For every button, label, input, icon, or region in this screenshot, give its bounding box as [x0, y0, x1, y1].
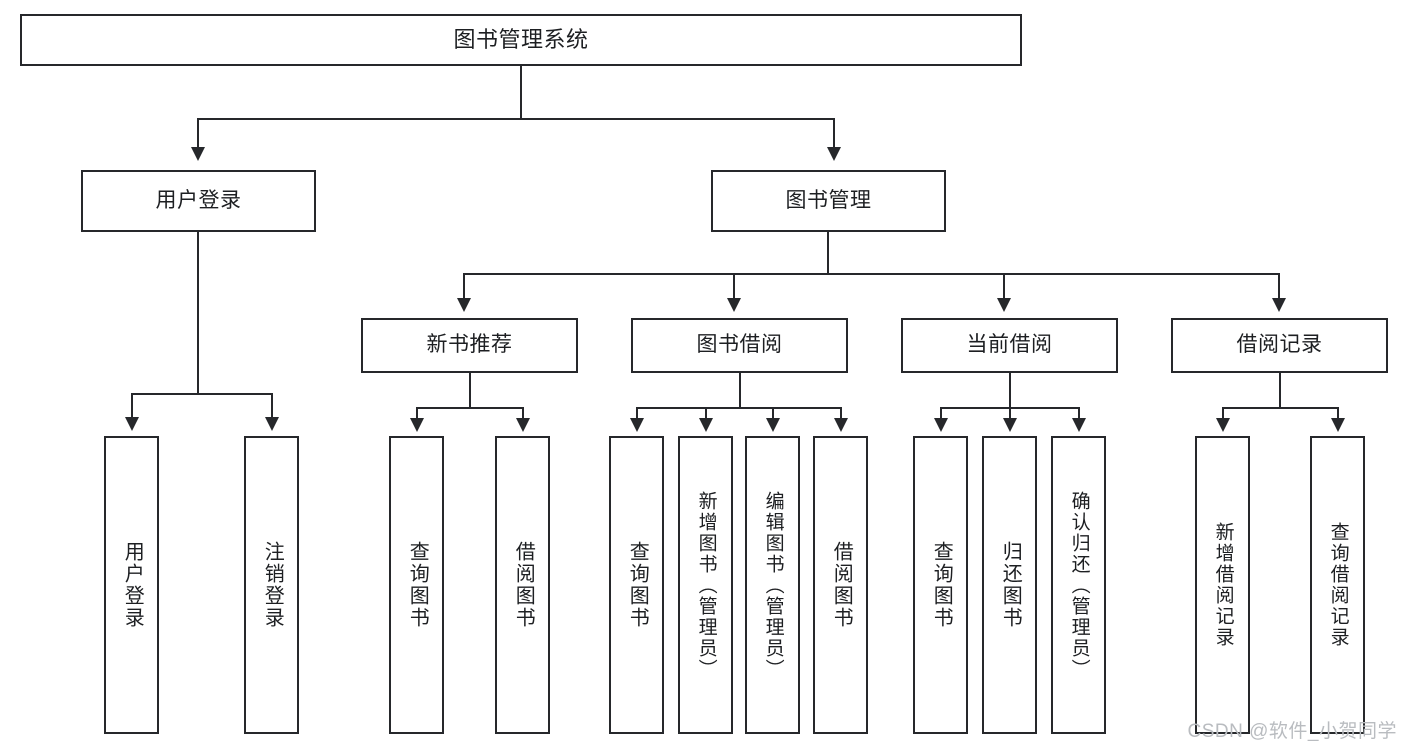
arrow-icon-bb-leaf-4 — [834, 418, 848, 432]
connector-book-management-stem — [827, 232, 829, 274]
connector-user-login-drop-1 — [131, 393, 133, 418]
arrow-icon-bb-leaf-3 — [766, 418, 780, 432]
leaf-user-login[interactable]: 用户登录 — [104, 436, 159, 734]
connector-br-stem — [1279, 373, 1281, 408]
leaf-add-book-admin[interactable]: 新增图书（管理员） — [678, 436, 733, 734]
leaf-confirm-return-admin[interactable]: 确认归还（管理员） — [1051, 436, 1106, 734]
connector-nbr-drop-2 — [522, 407, 524, 419]
connector-cb-drop-2 — [1009, 407, 1011, 419]
node-label: 查询图书 — [406, 541, 429, 629]
node-new-book-recommend[interactable]: 新书推荐 — [361, 318, 578, 373]
leaf-return-book[interactable]: 归还图书 — [982, 436, 1037, 734]
node-borrow-record[interactable]: 借阅记录 — [1171, 318, 1388, 373]
connector-bm-drop-2 — [733, 273, 735, 299]
node-label: 注销登录 — [261, 541, 284, 629]
leaf-query-book-1[interactable]: 查询图书 — [389, 436, 444, 734]
node-label: 新增图书（管理员） — [695, 490, 717, 680]
arrow-icon-cb-leaf-2 — [1003, 418, 1017, 432]
node-label: 查询借阅记录 — [1327, 522, 1349, 648]
node-label: 图书借阅 — [696, 333, 783, 357]
arrow-icon-bm-to-borrow-record — [1272, 298, 1286, 312]
arrow-icon-bm-to-book-borrow — [727, 298, 741, 312]
connector-root-drop-1 — [197, 118, 199, 148]
leaf-query-book-3[interactable]: 查询图书 — [913, 436, 968, 734]
node-label: 借阅记录 — [1236, 333, 1323, 357]
arrow-icon-cb-leaf-1 — [934, 418, 948, 432]
connector-root-stem — [520, 66, 522, 119]
arrow-icon-bm-to-current-borrow — [997, 298, 1011, 312]
connector-br-drop-2 — [1337, 407, 1339, 419]
node-label: 用户登录 — [155, 188, 242, 212]
connector-root-bus — [197, 118, 834, 120]
node-label: 图书管理 — [785, 188, 872, 212]
leaf-borrow-book-2[interactable]: 借阅图书 — [813, 436, 868, 734]
connector-cb-drop-1 — [940, 407, 942, 419]
connector-bb-drop-2 — [705, 407, 707, 419]
node-book-borrow[interactable]: 图书借阅 — [631, 318, 848, 373]
leaf-query-book-2[interactable]: 查询图书 — [609, 436, 664, 734]
connector-bm-drop-1 — [463, 273, 465, 299]
connector-book-management-bus — [463, 273, 1280, 275]
arrow-icon-user-login-leaf-2 — [265, 417, 279, 431]
arrow-icon-br-leaf-2 — [1331, 418, 1345, 432]
arrow-icon-user-login-leaf-1 — [125, 417, 139, 431]
node-label: 新书推荐 — [426, 333, 513, 357]
arrow-icon-bb-leaf-1 — [630, 418, 644, 432]
connector-cb-stem — [1009, 373, 1011, 408]
connector-br-drop-1 — [1222, 407, 1224, 419]
connector-bb-drop-3 — [772, 407, 774, 419]
arrow-icon-cb-leaf-3 — [1072, 418, 1086, 432]
node-label: 借阅图书 — [512, 541, 535, 629]
connector-bb-bus — [636, 407, 842, 409]
node-current-borrow[interactable]: 当前借阅 — [901, 318, 1118, 373]
node-label: 当前借阅 — [966, 333, 1053, 357]
connector-bm-drop-4 — [1278, 273, 1280, 299]
watermark-text: CSDN @软件_小贺同学 — [1187, 721, 1397, 742]
node-label: 确认归还（管理员） — [1068, 490, 1090, 680]
arrow-icon-bb-leaf-2 — [699, 418, 713, 432]
connector-bb-stem — [739, 373, 741, 408]
connector-bb-drop-4 — [840, 407, 842, 419]
node-root-system[interactable]: 图书管理系统 — [20, 14, 1022, 66]
node-label: 编辑图书（管理员） — [762, 490, 784, 680]
connector-nbr-bus — [416, 407, 524, 409]
node-label: 归还图书 — [999, 541, 1022, 629]
node-user-login[interactable]: 用户登录 — [81, 170, 316, 232]
node-label: 查询图书 — [930, 541, 953, 629]
connector-root-drop-2 — [833, 118, 835, 148]
connector-cb-drop-3 — [1078, 407, 1080, 419]
connector-user-login-drop-2 — [271, 393, 273, 418]
node-label: 用户登录 — [121, 541, 144, 629]
arrow-icon-root-to-book-management — [827, 147, 841, 161]
arrow-icon-br-leaf-1 — [1216, 418, 1230, 432]
connector-bm-drop-3 — [1003, 273, 1005, 299]
node-label: 借阅图书 — [830, 541, 853, 629]
connector-nbr-stem — [469, 373, 471, 408]
connector-br-bus — [1222, 407, 1339, 409]
arrow-icon-bm-to-new-book-recommend — [457, 298, 471, 312]
connector-user-login-bus — [131, 393, 273, 395]
arrow-icon-nbr-leaf-1 — [410, 418, 424, 432]
leaf-edit-book-admin[interactable]: 编辑图书（管理员） — [745, 436, 800, 734]
leaf-query-borrow-record[interactable]: 查询借阅记录 — [1310, 436, 1365, 734]
connector-user-login-stem — [197, 232, 199, 394]
connector-nbr-drop-1 — [416, 407, 418, 419]
arrow-icon-root-to-user-login — [191, 147, 205, 161]
leaf-logout[interactable]: 注销登录 — [244, 436, 299, 734]
node-label: 图书管理系统 — [453, 27, 589, 53]
arrow-icon-nbr-leaf-2 — [516, 418, 530, 432]
node-book-management[interactable]: 图书管理 — [711, 170, 946, 232]
node-label: 查询图书 — [626, 541, 649, 629]
node-label: 新增借阅记录 — [1212, 522, 1234, 648]
leaf-add-borrow-record[interactable]: 新增借阅记录 — [1195, 436, 1250, 734]
connector-bb-drop-1 — [636, 407, 638, 419]
leaf-borrow-book-1[interactable]: 借阅图书 — [495, 436, 550, 734]
